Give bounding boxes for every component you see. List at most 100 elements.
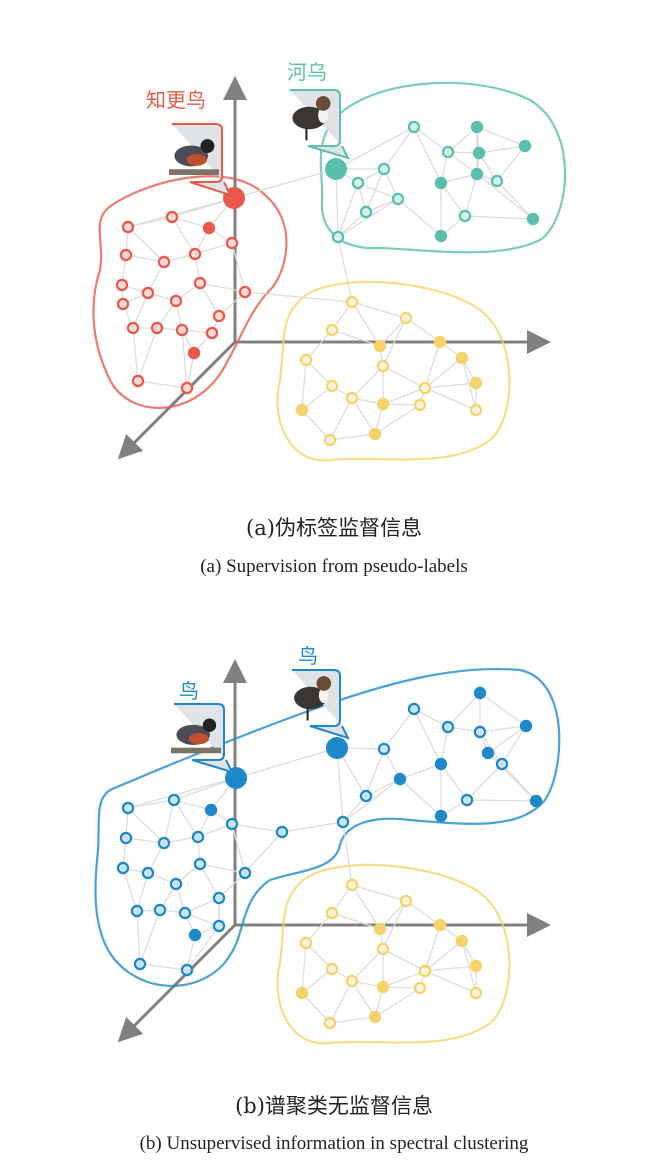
bird-node	[153, 903, 167, 917]
graph-edge	[342, 821, 353, 886]
unlabeled-node-b	[325, 906, 339, 920]
graph-edge	[464, 173, 478, 217]
graph-edge	[301, 409, 331, 441]
robin-node	[116, 297, 130, 311]
robin-node	[131, 374, 145, 388]
graph-edge	[163, 799, 175, 844]
graph-edge	[305, 329, 333, 361]
graph-edge	[440, 763, 468, 801]
graph-edge	[127, 799, 175, 809]
graph-edge	[464, 215, 534, 220]
z-axis	[117, 340, 237, 460]
bird-node-inner	[161, 840, 167, 846]
bird-node	[238, 866, 252, 880]
unlabeled-node	[345, 391, 359, 405]
dipper-node	[470, 167, 484, 181]
robin-node	[188, 247, 202, 261]
graph-edge	[357, 182, 399, 200]
dipper-node-inner	[335, 234, 341, 240]
dipper-node	[470, 120, 484, 134]
graph-edge	[440, 726, 449, 765]
unlabeled-node-b	[368, 1010, 382, 1024]
graph-edge	[337, 236, 353, 303]
graph-edge	[233, 168, 337, 199]
graph-edge	[479, 692, 527, 727]
graph-edge	[397, 198, 442, 237]
graph-edge	[405, 900, 441, 926]
robin-image-card	[169, 123, 232, 197]
dipper-node	[351, 176, 365, 190]
graph-edge	[127, 807, 165, 844]
unlabeled-node-b	[376, 942, 390, 956]
unlabeled-node	[373, 339, 387, 353]
graph-edge	[496, 145, 526, 182]
unlabeled-node-b-inner	[329, 966, 335, 972]
graph-edge	[413, 708, 449, 728]
robin-image-card-b-frame	[174, 703, 234, 774]
bird-node	[169, 877, 183, 891]
robin-node-inner	[119, 282, 125, 288]
bird-node-inner	[411, 706, 417, 712]
unlabeled-node	[295, 403, 309, 417]
bird-node	[180, 963, 194, 977]
graph-edge	[382, 317, 407, 367]
graph-edge	[382, 387, 426, 405]
unlabeled-node-inner	[417, 402, 423, 408]
graph-edge	[301, 359, 307, 411]
graph-edge	[351, 980, 376, 1018]
bird-node	[441, 720, 455, 734]
graph-edge	[337, 198, 399, 238]
robin-image-card-frame	[172, 123, 232, 197]
graph-edge	[479, 725, 527, 733]
dipper-image-card	[290, 89, 350, 160]
unlabeled-node	[376, 397, 390, 411]
dipper-node-inner	[494, 178, 500, 184]
unlabeled-node-inner	[349, 299, 355, 305]
graph-edge	[440, 182, 466, 217]
bird-node-inner	[445, 724, 451, 730]
graph-edge	[466, 763, 503, 801]
bird-node	[225, 817, 239, 831]
graph-edge	[413, 126, 449, 153]
bird-node-inner	[173, 881, 179, 887]
graph-edge	[137, 327, 158, 382]
graph-edge	[244, 831, 283, 874]
unlabeled-node-b-inner	[403, 898, 409, 904]
unlabeled-node-b-inner	[349, 882, 355, 888]
robin-node-inner	[145, 290, 151, 296]
unlabeled-node	[345, 295, 359, 309]
bird-node	[393, 772, 407, 786]
unlabeled-node	[418, 381, 432, 395]
bird-breast-icon	[318, 687, 329, 704]
bird-head-icon	[316, 676, 332, 691]
robin-cluster-boundary	[92, 175, 288, 409]
bird-node-inner	[120, 865, 126, 871]
unlabeled-node-b-inner	[303, 940, 309, 946]
unlabeled-node-b-inner	[422, 968, 428, 974]
robin-node	[238, 285, 252, 299]
bird-node	[519, 719, 533, 733]
bird-node-inner	[216, 895, 222, 901]
bird-node-inner	[197, 861, 203, 867]
graph-edge	[405, 317, 441, 343]
bird-node-inner	[242, 870, 248, 876]
bird-label-2: 鸟	[298, 644, 318, 668]
graph-edge	[399, 763, 442, 780]
graph-edge	[127, 777, 237, 809]
bird-node	[460, 793, 474, 807]
robin-node-inner	[125, 224, 131, 230]
bird-head-icon	[202, 718, 217, 733]
graph-edge	[413, 126, 442, 184]
graph-edge	[351, 365, 384, 399]
dipper-node	[518, 139, 532, 153]
bird-node-inner	[184, 967, 190, 973]
bird-node	[407, 702, 421, 716]
graph-edge	[329, 980, 353, 1024]
bird-node	[434, 809, 448, 823]
robin-node	[202, 221, 216, 235]
graph-edge	[331, 329, 381, 347]
bird-node	[359, 789, 373, 803]
dipper-image-card-b-frame	[292, 669, 350, 740]
robin-node	[169, 294, 183, 308]
robin-node-inner	[154, 325, 160, 331]
